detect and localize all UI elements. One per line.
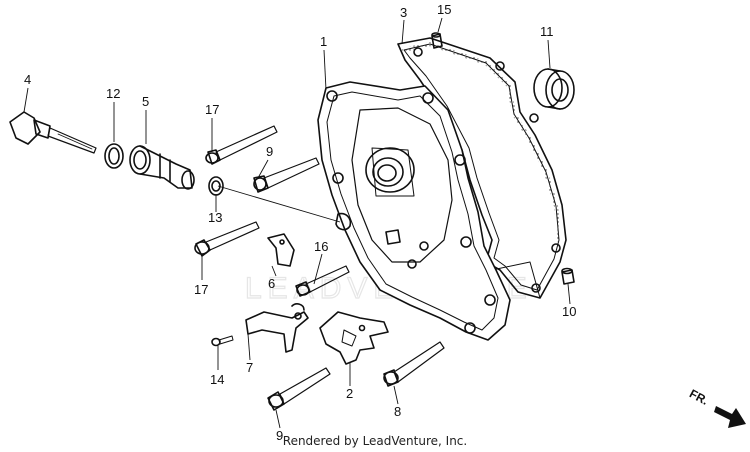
callout-10: 10: [562, 304, 576, 319]
filler-neck[interactable]: [129, 145, 195, 190]
callout-8: 8: [394, 404, 401, 419]
callout-4: 4: [24, 72, 31, 87]
screw-14[interactable]: [211, 335, 234, 347]
callout-1: 1: [320, 34, 327, 49]
o-ring-large[interactable]: [104, 143, 124, 169]
dowel-pin-upper[interactable]: [431, 32, 443, 49]
flange-bolt-lower[interactable]: [194, 221, 260, 257]
callout-11: 11: [540, 24, 554, 39]
callout-15: 15: [437, 2, 451, 17]
callout-17-upper: 17: [205, 102, 219, 117]
callout-6: 6: [268, 276, 275, 291]
leader-lines: [23, 17, 571, 429]
bracket-7[interactable]: [245, 303, 309, 353]
callout-17-lower: 17: [194, 282, 208, 297]
callout-3: 3: [400, 5, 407, 20]
callout-9-upper: 9: [266, 144, 273, 159]
callout-13: 13: [208, 210, 222, 225]
o-ring-small[interactable]: [208, 176, 224, 196]
callout-14: 14: [210, 372, 224, 387]
callouts: 1 3 15 11 4 12 5 17 9 13 16 6 17 7 14 2 …: [24, 2, 576, 443]
callout-7: 7: [246, 360, 253, 375]
oil-filler-cap[interactable]: [9, 111, 97, 154]
plate[interactable]: [319, 311, 389, 365]
bolt-lower[interactable]: [267, 367, 331, 411]
footer-credit: Rendered by LeadVenture, Inc.: [282, 434, 468, 448]
dowel-pin-lower[interactable]: [561, 267, 575, 285]
front-direction-arrow: FR.: [687, 386, 746, 428]
oil-seal[interactable]: [533, 68, 575, 110]
bolt-8[interactable]: [383, 341, 445, 387]
callout-5: 5: [142, 94, 149, 109]
callout-9-lower: 9: [276, 428, 283, 443]
flange-bolt-upper[interactable]: [205, 125, 278, 165]
callout-16: 16: [314, 239, 328, 254]
direction-label: FR.: [687, 386, 711, 407]
clamp[interactable]: [267, 233, 295, 267]
callout-12: 12: [106, 86, 120, 101]
callout-2: 2: [346, 386, 353, 401]
bolt-16[interactable]: [295, 265, 350, 297]
crankcase-cover[interactable]: [317, 81, 511, 341]
bolt-upper[interactable]: [253, 157, 320, 193]
